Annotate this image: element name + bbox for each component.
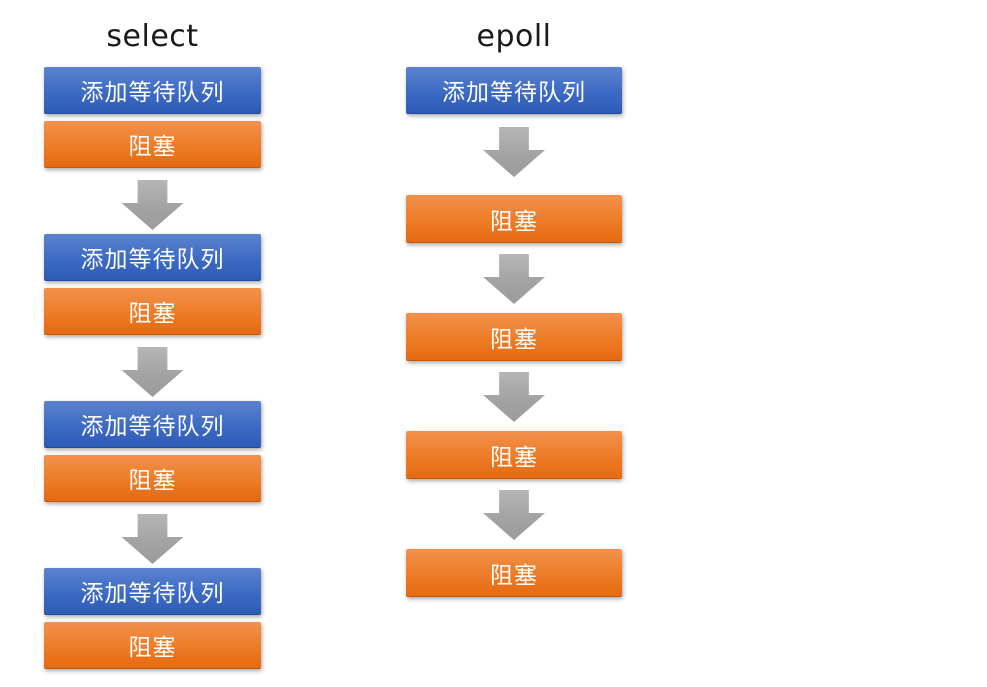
select-column-title: select (106, 19, 199, 54)
node-block: 阻塞 (406, 549, 622, 597)
node-block: 阻塞 (406, 313, 622, 361)
node-block: 阻塞 (44, 455, 261, 502)
down-arrow-icon (483, 372, 545, 422)
select-column: select 添加等待队列 阻塞 添加等待队列 阻塞 添加等待队列 阻塞 添加等… (44, 18, 261, 669)
node-add-wait-queue: 添加等待队列 (44, 234, 261, 281)
node-add-wait-queue: 添加等待队列 (44, 568, 261, 615)
node-block: 阻塞 (44, 288, 261, 335)
node-block: 阻塞 (406, 195, 622, 243)
down-arrow-icon (483, 490, 545, 540)
node-add-wait-queue: 添加等待队列 (44, 401, 261, 448)
down-arrow-icon (483, 127, 545, 177)
node-add-wait-queue: 添加等待队列 (406, 67, 622, 114)
node-block: 阻塞 (44, 622, 261, 669)
down-arrow-icon (483, 254, 545, 304)
epoll-column: epoll 添加等待队列 阻塞 阻塞 阻塞 阻塞 (406, 18, 622, 597)
down-arrow-icon (121, 347, 184, 397)
down-arrow-icon (121, 180, 184, 230)
node-block: 阻塞 (406, 431, 622, 479)
node-add-wait-queue: 添加等待队列 (44, 67, 261, 114)
node-block: 阻塞 (44, 121, 261, 168)
epoll-column-title: epoll (476, 19, 552, 54)
down-arrow-icon (121, 514, 184, 564)
